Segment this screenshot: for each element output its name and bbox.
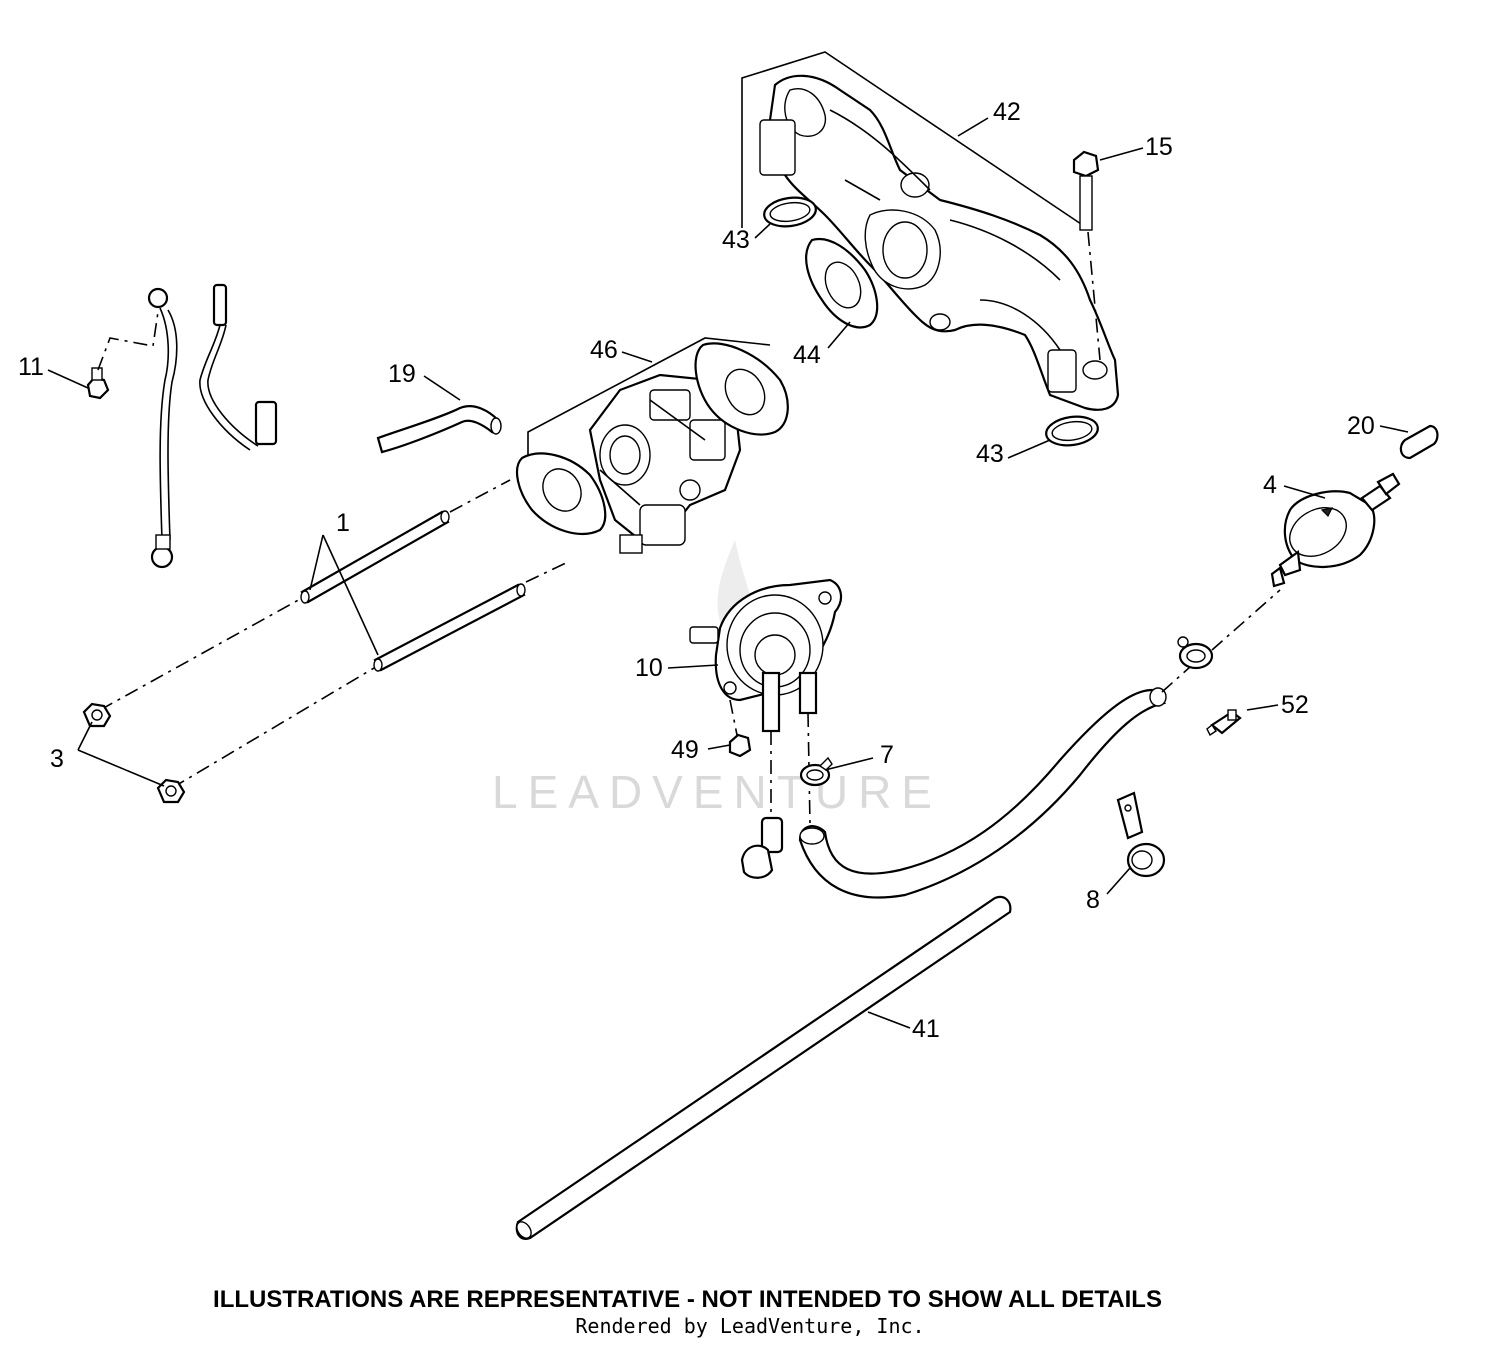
callout-8: 8 [1086,886,1100,914]
stud-upper-dash [449,479,511,513]
leader-lines [47,117,1409,1029]
o-ring-upper-part[interactable] [762,195,817,230]
ground-screw-dash [97,311,159,371]
manifold-bolt-part[interactable] [1072,150,1100,231]
stud-lower-dash [525,561,569,583]
filter-dash [1211,589,1281,651]
fuel-elbow-fitting-part[interactable] [740,816,784,879]
disclaimer-text: ILLUSTRATIONS ARE REPRESENTATIVE - NOT I… [213,1286,1162,1313]
fuel-pump-screw-part[interactable] [728,733,752,758]
filter-clamp-part[interactable] [1177,636,1214,670]
fuel-pump-part[interactable] [689,578,843,733]
callout-49: 49 [671,736,699,764]
mounting-stud-upper-part[interactable] [300,510,450,604]
hose-clamp-dash [1161,666,1191,693]
ground-wire-harness-part[interactable] [147,283,278,569]
callout-52: 52 [1281,691,1309,719]
callout-11: 11 [18,353,44,381]
intake-manifold-part[interactable] [759,74,1120,411]
rendered-by-credit: Rendered by LeadVenture, Inc. [575,1314,925,1338]
fuel-line-part[interactable] [514,895,1012,1241]
pump-screw-dash [729,699,739,741]
carburetor-part[interactable] [588,373,742,554]
callout-labels: 42 15 43 44 43 46 19 20 4 11 1 3 10 49 7… [18,98,1375,1043]
callout-46: 46 [590,336,618,364]
o-ring-lower-part[interactable] [1044,414,1099,449]
callout-43-lower: 43 [976,440,1004,468]
stud-nut-lower-dash [171,667,375,789]
fuel-fitting-part[interactable] [1206,709,1242,737]
callout-19: 19 [388,360,416,388]
callout-7: 7 [880,741,894,769]
carburetor-gasket-front-part[interactable] [515,452,607,535]
fuel-hose-curved-part[interactable] [798,687,1167,899]
callout-4: 4 [1263,471,1277,499]
callout-3: 3 [50,745,64,773]
hose-clip-part[interactable] [1116,791,1166,878]
callout-15: 15 [1145,133,1173,161]
callout-10: 10 [635,654,663,682]
callout-41: 41 [912,1015,940,1043]
callout-43-upper: 43 [722,226,750,254]
flange-nut-lower-part[interactable] [156,778,186,804]
callout-20: 20 [1347,412,1375,440]
mounting-stud-lower-part[interactable] [373,583,526,672]
ground-screw-part[interactable] [86,367,110,400]
watermark: LEADVENTURE [492,766,942,818]
bolt-leader-dash [1087,231,1101,361]
vent-hose-part[interactable] [376,405,502,454]
callout-44: 44 [793,341,821,369]
fuel-filter-part[interactable] [1270,472,1401,588]
carburetor-gasket-rear-part[interactable] [694,342,789,436]
callout-42: 42 [993,98,1021,126]
manifold-gasket-part[interactable] [805,237,879,329]
callout-1: 1 [336,509,350,537]
pump-inlet-dash [807,712,811,826]
hose-clamp-part[interactable] [799,756,833,787]
manifold-kit-bracket [741,51,1091,231]
hose-connector-part[interactable] [1399,424,1439,460]
stud-nut-upper-dash [99,597,303,711]
